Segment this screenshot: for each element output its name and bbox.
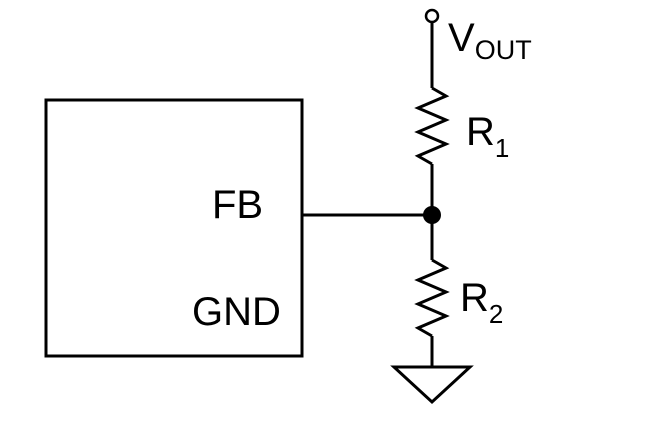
r1-label-sub: 1 bbox=[494, 133, 510, 163]
vout-label: VOUT bbox=[448, 16, 532, 64]
r2-resistor bbox=[414, 258, 450, 338]
vout-terminal bbox=[424, 8, 440, 24]
r2-label: R2 bbox=[460, 276, 503, 327]
gnd-pin-label: GND bbox=[192, 290, 281, 334]
r2-label-sub: 2 bbox=[488, 299, 504, 329]
r2-label-main: R bbox=[460, 276, 489, 320]
ic-block bbox=[44, 98, 304, 358]
junction-dot bbox=[423, 206, 441, 224]
r1-resistor bbox=[414, 86, 450, 166]
vout-label-sub: OUT bbox=[474, 35, 532, 65]
r1-label-main: R bbox=[466, 110, 495, 154]
r1-label: R1 bbox=[466, 110, 509, 161]
vout-label-main: V bbox=[448, 16, 475, 60]
ground-symbol bbox=[390, 365, 474, 405]
fb-pin-label: FB bbox=[212, 183, 264, 227]
